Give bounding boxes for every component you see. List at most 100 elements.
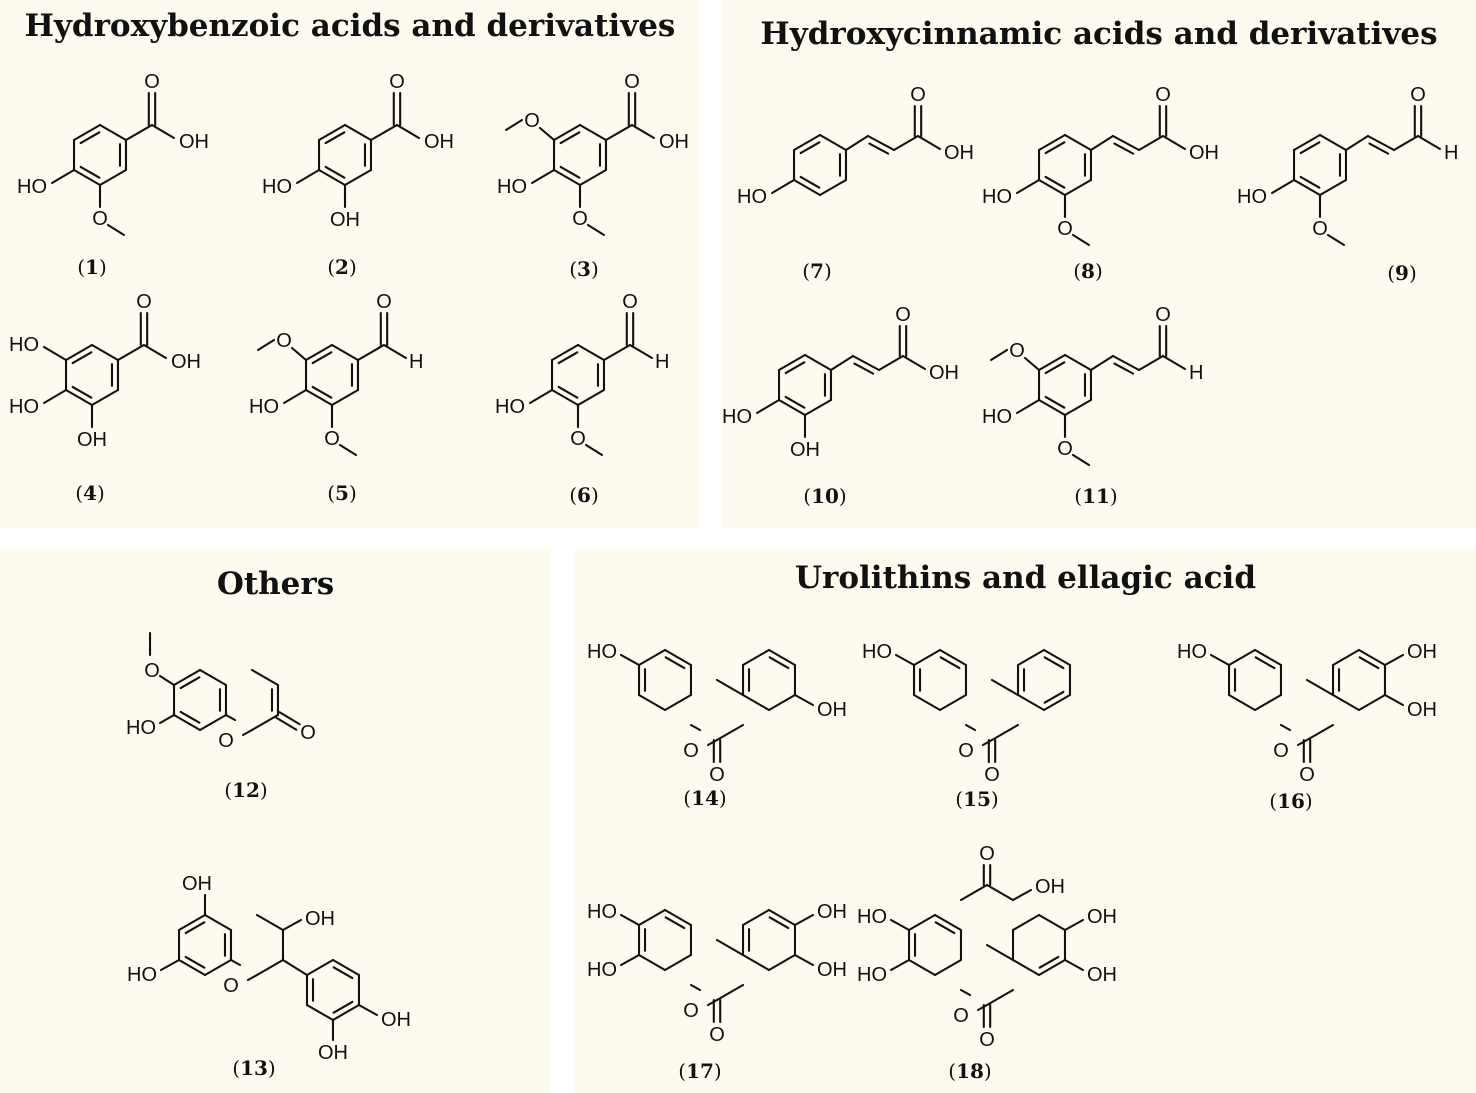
bond xyxy=(663,693,693,712)
bond xyxy=(50,168,76,185)
bond xyxy=(741,953,771,972)
bond xyxy=(959,988,972,997)
bond xyxy=(395,123,421,140)
bond xyxy=(229,958,242,967)
bond xyxy=(793,693,815,707)
bond xyxy=(64,388,94,407)
atom-label: HO xyxy=(737,186,767,208)
compound-number: (13) xyxy=(232,1056,275,1080)
bond xyxy=(664,916,686,930)
bond xyxy=(290,346,308,362)
bond xyxy=(1011,888,1033,902)
bond xyxy=(557,351,579,365)
bond xyxy=(989,348,1009,362)
bond xyxy=(158,674,176,687)
bond xyxy=(295,168,321,185)
bond xyxy=(304,343,334,362)
bond xyxy=(576,343,606,362)
bond xyxy=(1331,648,1361,667)
atom-label: O xyxy=(683,740,699,762)
atom-label: OH xyxy=(790,439,820,461)
bond xyxy=(663,908,693,927)
bond xyxy=(1044,175,1066,189)
bond xyxy=(715,723,745,742)
bond xyxy=(1063,133,1093,152)
atom-label: HO xyxy=(497,176,527,198)
bond xyxy=(124,123,154,142)
bond xyxy=(116,343,146,362)
bond xyxy=(177,958,207,977)
bond xyxy=(198,713,228,732)
compound-number: (16) xyxy=(1269,789,1312,813)
bond xyxy=(203,913,233,932)
atom-label: O xyxy=(324,428,340,450)
bond xyxy=(98,168,128,187)
bond xyxy=(1038,955,1060,969)
bond xyxy=(784,361,806,375)
atom-label: OH xyxy=(817,959,847,981)
bond xyxy=(282,388,308,405)
atom-label: O xyxy=(984,764,1000,786)
compound-number: (4) xyxy=(75,481,105,505)
atom-label: O xyxy=(1057,438,1073,460)
compound-number: (14) xyxy=(683,786,726,810)
bond xyxy=(343,168,373,187)
bond xyxy=(369,123,399,142)
bond xyxy=(894,653,916,667)
bond xyxy=(172,668,202,687)
bond xyxy=(818,178,848,197)
bond xyxy=(637,648,667,667)
bond xyxy=(1043,656,1065,670)
bond xyxy=(866,134,896,152)
bond xyxy=(343,123,373,142)
atom-label: O xyxy=(624,71,640,93)
bond xyxy=(1299,175,1321,189)
bond xyxy=(1042,693,1072,712)
panel-title-urolithins: Urolithins and ellagic acid xyxy=(794,560,1256,596)
bond xyxy=(990,723,1020,742)
bond xyxy=(332,1000,354,1014)
atom-label: O xyxy=(1273,740,1289,762)
bond xyxy=(586,223,606,237)
bond xyxy=(1011,958,1041,977)
bond xyxy=(1299,141,1321,155)
bond xyxy=(1111,354,1141,372)
atom-label: O xyxy=(524,110,540,132)
bond xyxy=(332,966,354,980)
atom-label: OH xyxy=(424,131,454,153)
bond xyxy=(767,693,797,712)
bond xyxy=(278,711,301,726)
atom-label: OH xyxy=(944,142,974,164)
bond xyxy=(933,958,963,977)
atom-label: H xyxy=(1189,362,1203,384)
bond xyxy=(767,648,797,667)
compound-number: (8) xyxy=(1073,259,1103,283)
bond xyxy=(246,973,259,982)
bond xyxy=(1344,134,1370,152)
bond xyxy=(184,955,206,969)
bond xyxy=(985,943,1015,962)
bond xyxy=(619,913,641,927)
bond xyxy=(889,958,911,972)
atom-label: O xyxy=(1312,218,1328,240)
bond xyxy=(382,343,408,360)
bond xyxy=(1383,653,1405,667)
panel-urolithins: Urolithins and ellagic acid xyxy=(575,548,1476,1093)
atom-label: O xyxy=(218,730,234,752)
bond xyxy=(938,693,968,712)
atom-label: O xyxy=(1009,340,1025,362)
bond xyxy=(1037,133,1067,152)
panel-hydroxycinnamic: Hydroxycinnamic acids and derivatives xyxy=(722,0,1476,528)
atom-label: HO xyxy=(9,396,39,418)
compound-number: (9) xyxy=(1387,261,1417,285)
atom-label: O xyxy=(958,740,974,762)
bond xyxy=(907,958,937,977)
bond xyxy=(255,913,285,932)
